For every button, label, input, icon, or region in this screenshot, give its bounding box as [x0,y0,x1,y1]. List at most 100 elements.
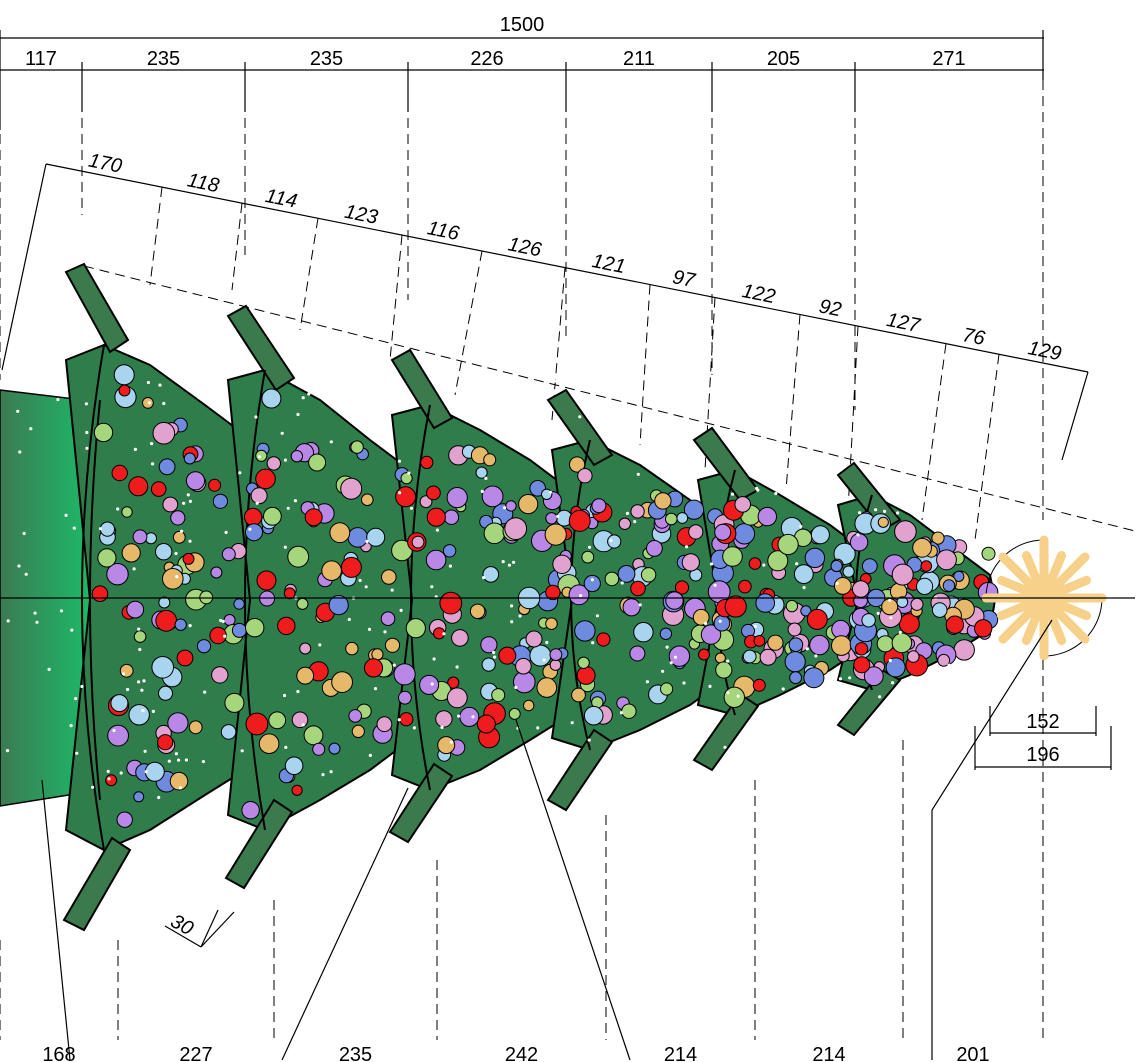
snowflake [711,403,715,407]
ornament [245,618,265,638]
branch-bottom [224,798,294,890]
snowflake [162,401,166,406]
ornament [113,364,135,386]
ornament [446,687,468,709]
leader-line [931,619,1053,1060]
snowflake [547,417,552,421]
snowflake [396,797,401,802]
snowflake [329,440,333,444]
snowflake [511,410,515,414]
ornament [208,478,222,492]
ornament [803,667,825,689]
ornament [681,553,700,572]
snowflake [876,611,880,616]
ornament [953,639,975,661]
snowflake [636,472,640,476]
snowflake [367,627,372,632]
ornament [340,556,362,578]
snowflake [98,527,103,531]
ornament [144,761,165,782]
ornament [258,733,280,755]
snowflake [283,545,287,549]
snowflake [612,745,616,749]
ornament [523,699,535,712]
ornament [945,615,965,634]
snowflake [16,409,20,413]
ornament [105,774,118,787]
ornament [384,637,401,653]
star-ray [1044,551,1067,592]
snowflake [151,709,155,714]
ornament [133,791,145,803]
snowflake [845,765,849,769]
snowflake [17,564,21,568]
ornament [426,507,446,527]
ornament [155,609,178,632]
ornament [328,595,349,616]
ornament [722,546,743,567]
snowflake [75,751,79,755]
snowflake [397,718,401,722]
ornament [296,666,315,685]
snowflake [248,527,252,531]
ornament [793,564,814,584]
ornament [767,634,784,651]
ornament [713,614,731,632]
ornament [545,617,558,631]
ornament [212,493,228,509]
snowflake [296,690,300,694]
snowflake [941,432,945,437]
ornament [654,492,672,510]
ornament [405,618,426,639]
ornament [399,712,414,727]
snowflake [85,446,89,450]
snowflake [390,588,394,592]
top-segment-label: 235 [310,48,343,70]
ornament [759,648,777,666]
ornament [806,608,828,630]
snowflake [280,431,284,435]
ornament [419,674,440,695]
ornament [804,547,826,569]
snowflake [321,773,325,777]
snowflake [399,608,403,613]
ornament [640,567,657,583]
snowflake [838,677,843,681]
ornament [692,608,710,626]
ornament [106,563,129,586]
snowflake [501,560,505,564]
ornament [936,549,957,571]
snowflake [91,785,95,789]
bottom-segment-label: 227 [179,1044,212,1062]
ornament [568,509,591,532]
ornament [99,521,116,537]
ornament [571,687,586,703]
snowflake [430,585,434,589]
slanted-tick [231,203,243,291]
ornament [931,531,945,545]
ornament [788,637,804,653]
ornament [167,712,189,734]
ornament [261,388,282,409]
ornament [170,510,186,526]
snowflake [167,759,171,763]
ornament [529,644,552,667]
snowflake [188,539,192,543]
ornament [920,560,933,572]
thickness-dimension: 30 [164,909,235,948]
snowflake [364,585,368,589]
snowflake [661,669,665,673]
snowflake [672,725,676,729]
ornament [284,756,304,776]
snowflake [829,728,833,732]
ornament [576,665,596,685]
star-ray [1021,604,1044,645]
ornament [420,455,434,469]
snowflake [286,506,290,510]
snowflake [595,614,600,618]
snowflake [219,618,223,623]
ornament [755,593,776,613]
snowflake [69,724,73,728]
ornament [152,421,176,445]
snowflake [534,751,538,755]
